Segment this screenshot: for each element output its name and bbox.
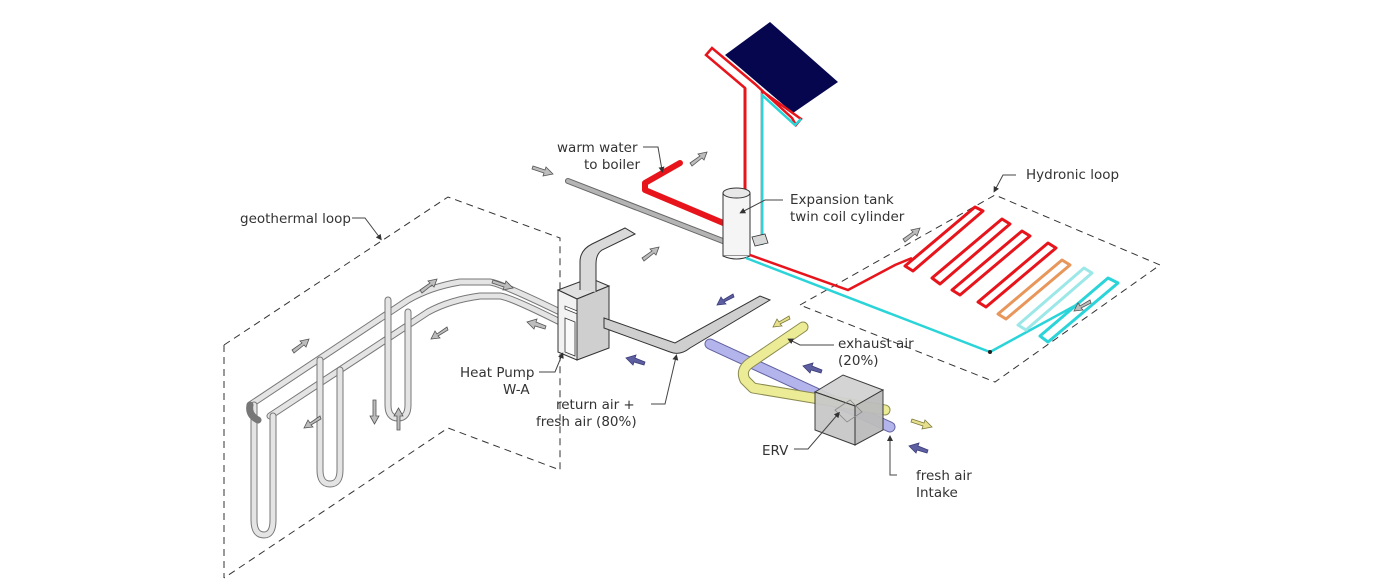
flow-arrow-icon	[419, 278, 438, 294]
label-return-air-line2: fresh air (80%)	[536, 414, 637, 430]
flow-arrow-icon	[910, 418, 933, 430]
label-expansion-tank-line2: twin coil cylinder	[790, 209, 905, 225]
flow-arrow-icon	[303, 415, 322, 429]
label-heat-pump: Heat Pump	[460, 365, 535, 381]
heat-pump-unit	[556, 227, 772, 361]
leader-lines	[352, 146, 1016, 476]
flow-arrows	[291, 151, 1092, 454]
flow-arrow-icon	[902, 227, 921, 243]
flow-arrow-icon	[369, 399, 380, 425]
flow-arrow-icon	[772, 315, 791, 328]
flow-arrow-icon	[625, 354, 646, 366]
flow-arrow-icon	[531, 165, 554, 177]
flow-arrow-icon	[526, 318, 547, 330]
label-heat-pump-line2: W-A	[503, 382, 530, 398]
label-hydronic-loop: Hydronic loop	[1026, 167, 1119, 183]
label-fresh-air-intake: fresh air	[916, 468, 972, 484]
flow-arrow-icon	[802, 362, 823, 374]
label-return-air: return air +	[556, 397, 635, 413]
geothermal-pipes	[246, 278, 564, 539]
flow-arrow-icon	[491, 279, 514, 291]
flow-arrow-icon	[393, 407, 404, 431]
geothermal-loop-boundary	[223, 196, 561, 579]
erv-unit	[813, 374, 885, 446]
expansion-tank	[722, 187, 769, 260]
hydronic-supply-line	[749, 253, 913, 292]
label-fresh-air-intake-line2: Intake	[916, 485, 958, 501]
flow-arrow-icon	[908, 442, 929, 454]
flow-arrow-icon	[716, 293, 735, 306]
label-warm-water-line2: to boiler	[584, 157, 640, 173]
label-expansion-tank: Expansion tank	[790, 192, 894, 208]
label-erv: ERV	[762, 443, 789, 459]
flow-arrow-icon	[1073, 299, 1092, 312]
label-geothermal-loop: geothermal loop	[240, 211, 351, 227]
hydronic-loop-boundary	[799, 194, 1162, 383]
flow-arrow-icon	[291, 338, 310, 354]
label-exhaust-air: exhaust air	[838, 336, 914, 352]
flow-arrow-icon	[689, 151, 708, 167]
label-warm-water: warm water	[557, 140, 638, 156]
flow-arrow-icon	[430, 326, 449, 340]
warm-water-pipe	[642, 160, 731, 228]
hydronic-coils	[903, 205, 1120, 344]
flow-arrow-icon	[641, 246, 660, 262]
label-exhaust-air-line2: (20%)	[838, 353, 879, 369]
